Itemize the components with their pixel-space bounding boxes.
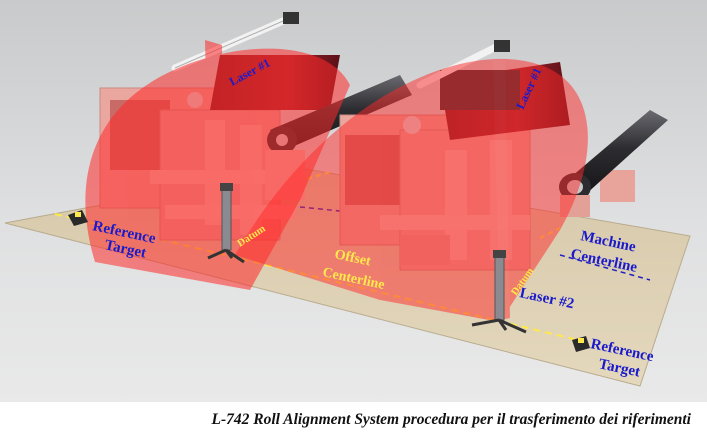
laser-plane-1 — [85, 40, 351, 291]
roll-alignment-diagram: Laser #1 Laser #1 Laser #2 Datum Datum R… — [4, 12, 691, 387]
laser-stand-1 — [207, 183, 245, 264]
roll-alignment-scene: Laser #1 Laser #1 Laser #2 Datum Datum R… — [0, 0, 707, 402]
machine-centerline — [299, 206, 651, 281]
reference-target-right — [572, 336, 590, 352]
offset-centerline-label-line1: Offset — [333, 247, 372, 269]
reference-target-left — [68, 210, 88, 226]
caption: L-742 Roll Alignment System procedura pe… — [211, 411, 692, 428]
laser-stand-2 — [471, 250, 527, 334]
